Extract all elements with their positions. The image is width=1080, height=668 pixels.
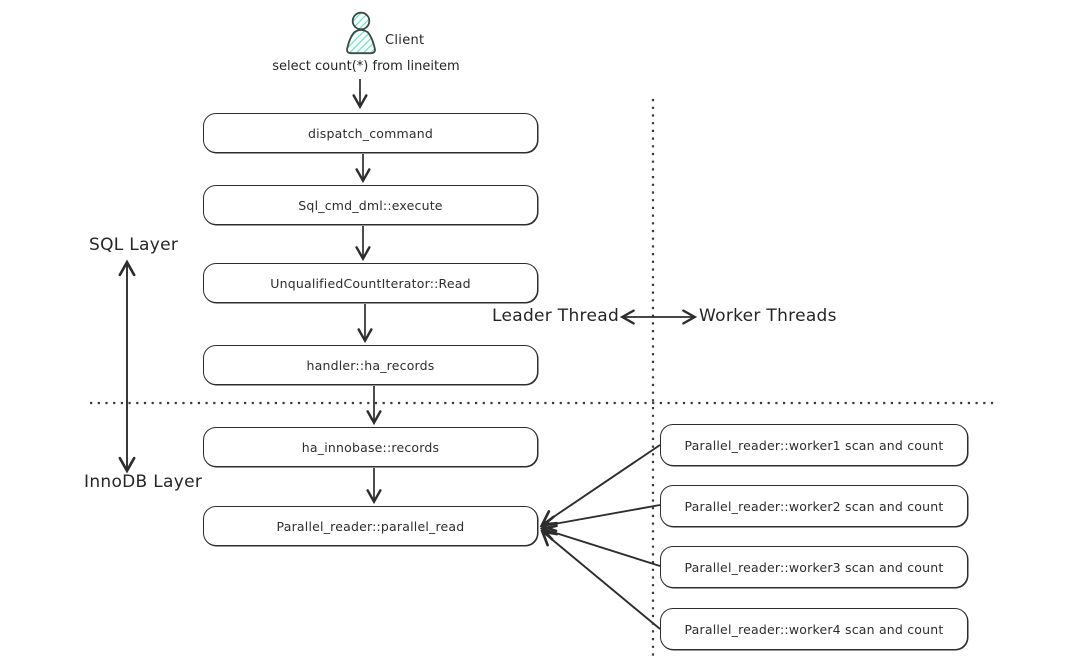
arrow-worker2-to-parallelread	[539, 504, 661, 533]
worker-node-3: Parallel_reader::worker3 scan and count	[660, 546, 968, 588]
flow-node-label: UnqualifiedCountIterator::Read	[270, 275, 471, 291]
flow-node-label: Sql_cmd_dml::execute	[298, 197, 443, 213]
leader-thread-label: Leader Thread	[492, 306, 620, 326]
flow-node-parallel-reader-parallel-read: Parallel_reader::parallel_read	[203, 506, 538, 546]
flow-node-ha-innobase-records: ha_innobase::records	[203, 427, 538, 467]
flow-node-dispatch-command: dispatch_command	[203, 113, 538, 153]
flow-node-label: dispatch_command	[307, 125, 434, 141]
worker-node-1: Parallel_reader::worker1 scan and count	[660, 424, 968, 466]
flow-node-label: Parallel_reader::parallel_read	[276, 518, 465, 534]
innodb-layer-label: InnoDB Layer	[84, 472, 203, 492]
worker-node-2: Parallel_reader::worker2 scan and count	[660, 485, 968, 527]
worker-node-label: Parallel_reader::worker1 scan and count	[684, 437, 944, 453]
flow-node-handler-ha-records: handler::ha_records	[203, 345, 538, 385]
client-label: Client	[385, 33, 425, 48]
flow-node-sql-cmd-dml-execute: Sql_cmd_dml::execute	[203, 185, 538, 225]
flow-node-label: handler::ha_records	[306, 357, 435, 373]
worker-node-label: Parallel_reader::worker4 scan and count	[684, 621, 944, 637]
worker-threads-label: Worker Threads	[699, 306, 837, 326]
flow-node-unqualified-count-iterator-read: UnqualifiedCountIterator::Read	[203, 263, 538, 303]
sql-query-text: select count(*) from lineitem	[272, 59, 460, 74]
arrow-worker3-to-parallelread	[539, 524, 661, 567]
worker-node-label: Parallel_reader::worker2 scan and count	[684, 498, 944, 514]
sql-layer-label: SQL Layer	[89, 235, 179, 255]
arrow-worker1-to-parallelread	[540, 444, 661, 526]
worker-node-4: Parallel_reader::worker4 scan and count	[660, 608, 968, 650]
arrow-worker4-to-parallelread	[540, 529, 661, 630]
flow-node-label: ha_innobase::records	[301, 439, 440, 455]
client-person-icon	[346, 11, 376, 55]
worker-node-label: Parallel_reader::worker3 scan and count	[684, 559, 944, 575]
